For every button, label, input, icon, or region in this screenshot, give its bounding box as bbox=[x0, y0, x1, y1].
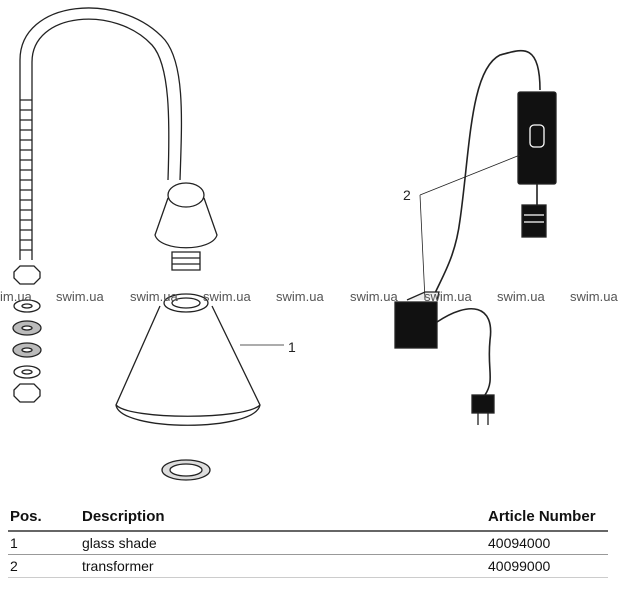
nuts-and-washers bbox=[12, 265, 42, 403]
header-article-number: Article Number bbox=[486, 505, 608, 532]
table-row: 1 glass shade 40094000 bbox=[8, 531, 608, 555]
cell-pos: 2 bbox=[8, 554, 80, 578]
transformer-assembly bbox=[394, 49, 557, 425]
cell-article-number: 40099000 bbox=[486, 554, 608, 578]
table-row: 2 transformer 40099000 bbox=[8, 554, 608, 578]
header-pos: Pos. bbox=[8, 505, 80, 532]
callout-1: 1 bbox=[288, 339, 296, 355]
lamp-assembly bbox=[12, 7, 284, 481]
watermark: swim.ua bbox=[130, 289, 178, 304]
watermark: swim.ua bbox=[350, 289, 398, 304]
cell-pos: 1 bbox=[8, 531, 80, 555]
watermark: swim.ua bbox=[203, 289, 251, 304]
watermark: swim.ua bbox=[56, 289, 104, 304]
exploded-parts-drawing bbox=[12, 7, 557, 481]
watermark: swim.ua bbox=[497, 289, 545, 304]
watermark: swim.ua bbox=[570, 289, 618, 304]
glass-shade bbox=[115, 305, 261, 426]
parts-table: Pos. Description Article Number 1 glass … bbox=[8, 505, 608, 578]
table-header-row: Pos. Description Article Number bbox=[8, 505, 608, 532]
cell-description: transformer bbox=[80, 554, 486, 578]
callout-2: 2 bbox=[403, 187, 411, 203]
cell-article-number: 40094000 bbox=[486, 531, 608, 555]
header-description: Description bbox=[80, 505, 486, 532]
watermark: im.ua bbox=[0, 289, 32, 304]
watermark: swim.ua bbox=[424, 289, 472, 304]
cell-description: glass shade bbox=[80, 531, 486, 555]
watermark: swim.ua bbox=[276, 289, 324, 304]
